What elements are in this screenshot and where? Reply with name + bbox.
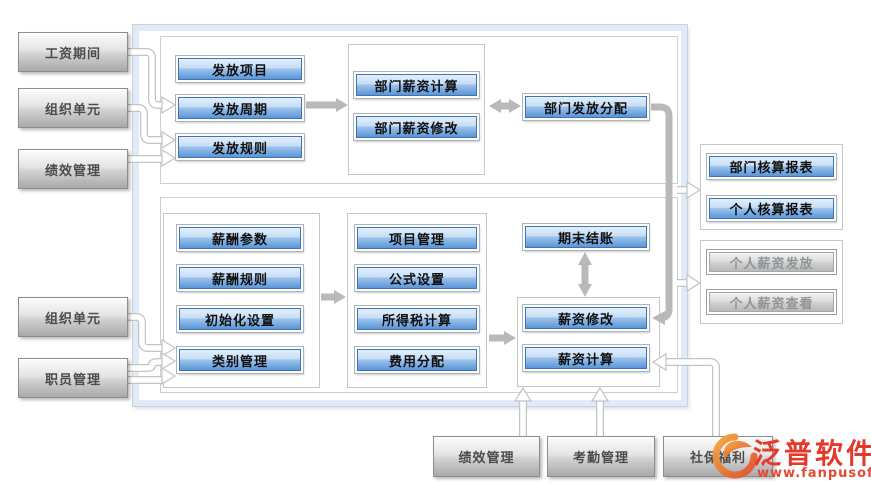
fanpu-logo-url: www.fanpusoft.com: [757, 466, 871, 481]
input-staff-mgmt: 职员管理: [18, 358, 128, 398]
input-salary-period: 工资期间: [18, 32, 128, 72]
node-dept-report: 部门核算报表: [707, 154, 836, 179]
node-dept-salary-edit: 部门薪资修改: [354, 114, 479, 140]
node-issue-item: 发放项目: [176, 56, 304, 82]
node-salary-rules: 薪酬规则: [177, 265, 303, 291]
input-attendance: 考勤管理: [547, 436, 655, 477]
node-personal-salary-view: 个人薪资查看: [707, 290, 836, 314]
node-dept-issue-allocation: 部门发放分配: [523, 94, 649, 120]
fanpu-logo-text: 泛普软件: [753, 437, 871, 470]
fanpu-logo: 泛普软件 www.fanpusoft.com: [707, 430, 871, 484]
input-org-unit-top: 组织单元: [18, 88, 128, 128]
fanpu-logo-icon: [712, 433, 758, 479]
node-dept-salary-calc: 部门薪资计算: [354, 72, 479, 98]
node-personal-salary-issue: 个人薪资发放: [707, 250, 836, 274]
node-salary-calc: 薪资计算: [523, 345, 649, 371]
dept-calc-group-box: [348, 44, 485, 175]
node-personal-report: 个人核算报表: [707, 196, 836, 221]
input-performance-bottom: 绩效管理: [433, 436, 540, 477]
node-expense-allocation: 费用分配: [355, 347, 479, 373]
node-salary-edit: 薪资修改: [523, 305, 649, 331]
node-project-mgmt: 项目管理: [355, 225, 479, 251]
node-category-mgmt: 类别管理: [177, 347, 303, 373]
input-performance-top: 绩效管理: [18, 149, 128, 189]
node-init-setup: 初始化设置: [177, 306, 303, 332]
node-income-tax-calc: 所得税计算: [355, 306, 479, 332]
input-org-unit-bottom: 组织单元: [18, 297, 128, 337]
node-period-end-closing: 期末结账: [523, 224, 649, 250]
node-formula-setup: 公式设置: [355, 265, 479, 291]
node-salary-params: 薪酬参数: [177, 225, 303, 251]
node-issue-rule: 发放规则: [176, 134, 304, 160]
node-issue-cycle: 发放周期: [176, 95, 304, 121]
